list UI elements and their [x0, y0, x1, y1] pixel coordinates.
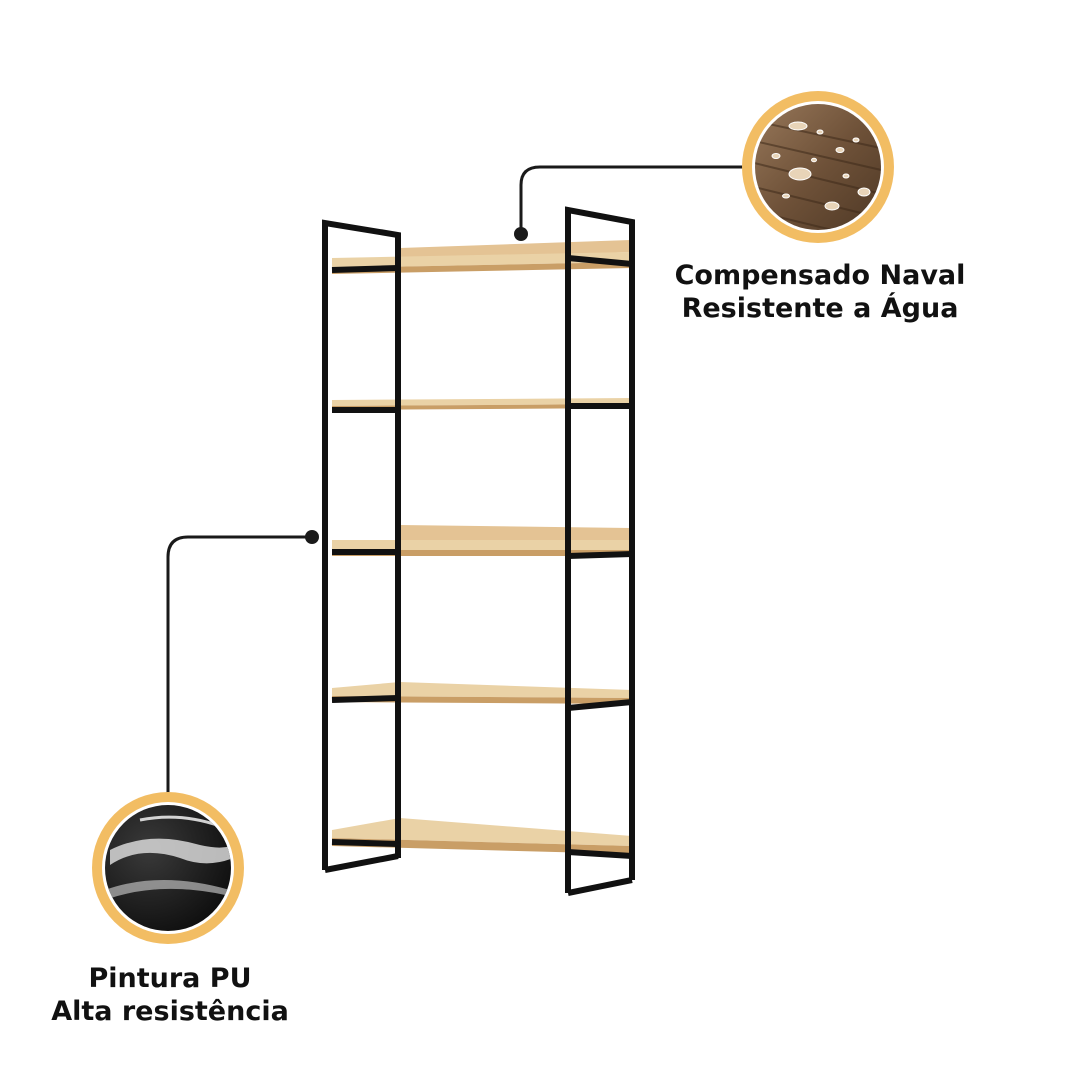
water-drops-on-wood-icon	[742, 91, 894, 243]
shelf-1	[332, 240, 632, 274]
callout-line-paint	[166, 535, 312, 798]
callout-line-wood	[519, 165, 746, 234]
feature-paint-line2: Alta resistência	[51, 996, 289, 1027]
shelf-3	[332, 525, 632, 556]
feature-wood-line1: Compensado Naval	[674, 260, 966, 291]
feature-wood-line2: Resistente a Água	[681, 293, 959, 324]
callout-dot-paint	[305, 530, 319, 544]
shelves	[332, 240, 632, 854]
feature-caption-wood: Compensado Naval Resistente a Água	[650, 259, 990, 325]
shelf-4	[332, 682, 632, 704]
glossy-black-paint-icon	[92, 792, 244, 944]
shelf-2	[332, 398, 632, 410]
feature-paint-line1: Pintura PU	[88, 963, 252, 994]
metal-frame	[322, 206, 635, 896]
shelf-5	[332, 818, 632, 854]
callout-dot-wood	[514, 227, 528, 241]
feature-caption-paint: Pintura PU Alta resistência	[20, 962, 320, 1028]
